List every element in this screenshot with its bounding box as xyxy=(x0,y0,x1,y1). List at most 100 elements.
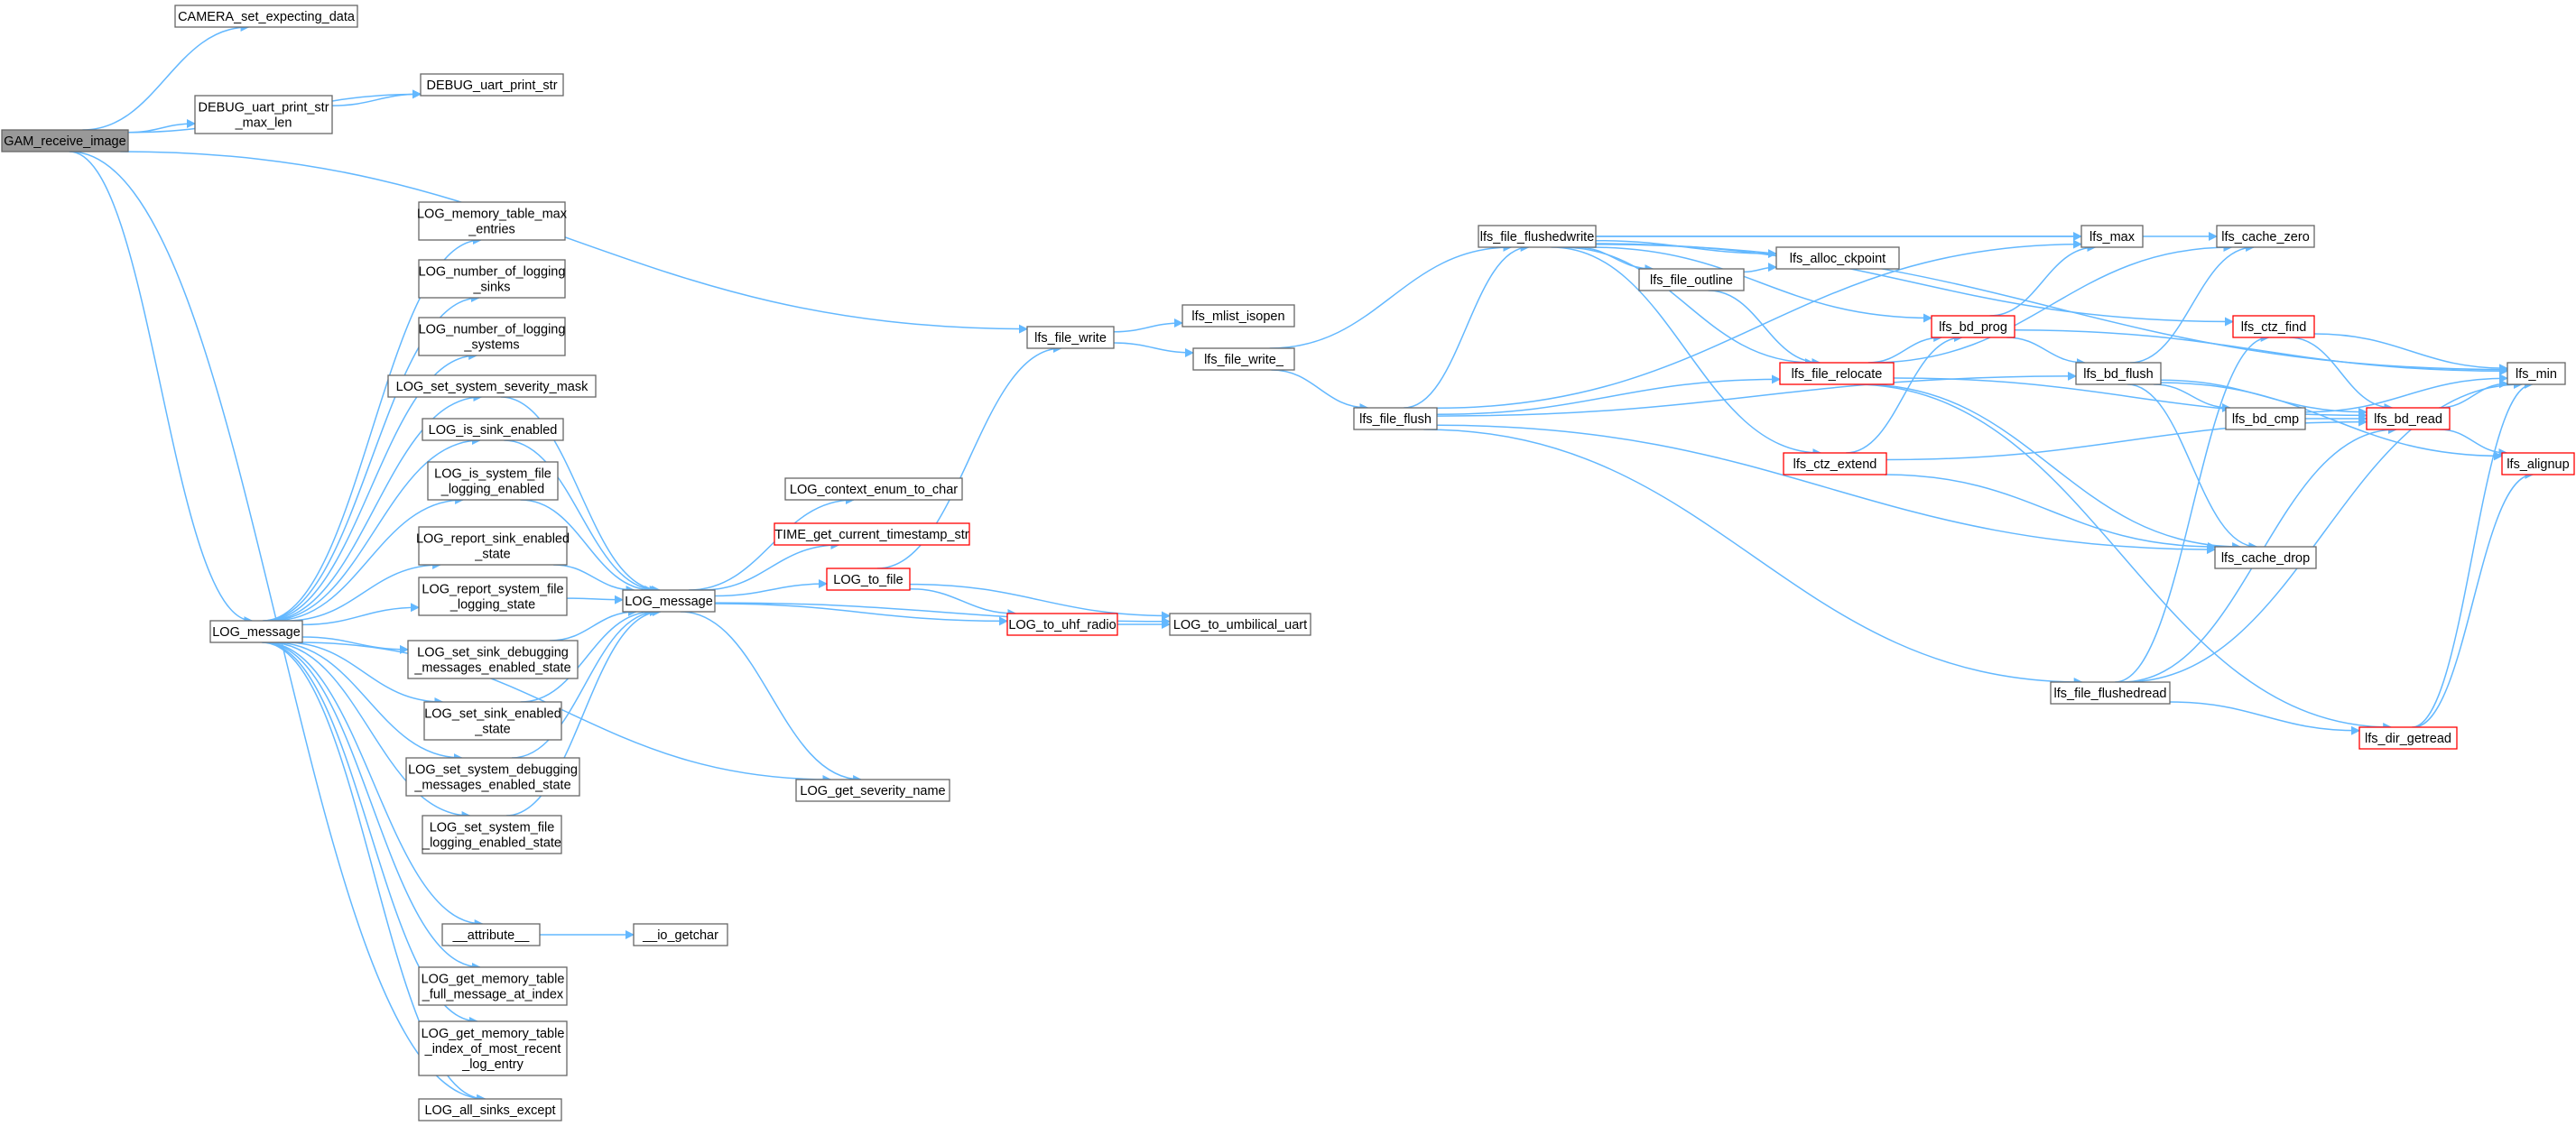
node-foutline[interactable]: lfs_file_outline xyxy=(1638,268,1745,291)
node-box[interactable] xyxy=(418,577,568,616)
node-getfull[interactable]: LOG_get_memory_table_full_message_at_ind… xyxy=(418,966,568,1006)
node-box[interactable] xyxy=(826,568,911,591)
node-box[interactable] xyxy=(2080,225,2144,248)
node-frelocate[interactable]: lfs_file_relocate xyxy=(1779,362,1895,385)
node-box[interactable] xyxy=(407,640,579,679)
node-box[interactable] xyxy=(418,201,566,241)
node-box[interactable] xyxy=(174,5,358,28)
node-allsinks[interactable]: LOG_all_sinks_except xyxy=(418,1098,562,1121)
node-box[interactable] xyxy=(194,95,333,134)
node-box[interactable] xyxy=(418,1020,568,1076)
node-logmsga[interactable]: LOG_message xyxy=(209,620,303,643)
node-box[interactable] xyxy=(2075,362,2162,385)
node-box[interactable] xyxy=(2225,407,2306,430)
node-bdcmp[interactable]: lfs_bd_cmp xyxy=(2225,407,2306,430)
node-numsys[interactable]: LOG_number_of_logging_systems xyxy=(418,317,566,356)
node-dbgstrmax[interactable]: DEBUG_uart_print_str_max_len xyxy=(194,95,333,134)
node-dbgstr[interactable]: DEBUG_uart_print_str xyxy=(420,73,564,97)
node-repsys[interactable]: LOG_report_system_file_logging_state xyxy=(418,577,568,616)
node-box[interactable] xyxy=(2214,546,2317,569)
node-box[interactable] xyxy=(1775,246,1900,270)
node-box[interactable] xyxy=(1353,407,1438,430)
node-box[interactable] xyxy=(387,374,597,398)
node-box[interactable] xyxy=(2507,362,2566,385)
node-box[interactable] xyxy=(1783,452,1887,475)
node-ctzext[interactable]: lfs_ctz_extend xyxy=(1783,452,1887,475)
node-box[interactable] xyxy=(1779,362,1895,385)
node-setsev[interactable]: LOG_set_system_severity_mask xyxy=(387,374,597,398)
node-lmax[interactable]: lfs_max xyxy=(2080,225,2144,248)
node-fflushr[interactable]: lfs_file_flushedread xyxy=(2050,681,2171,705)
node-ctxenum[interactable]: LOG_context_enum_to_char xyxy=(784,477,963,501)
node-czero[interactable]: lfs_cache_zero xyxy=(2216,225,2315,248)
node-memmax[interactable]: LOG_memory_table_max_entries xyxy=(417,201,568,241)
node-lmin[interactable]: lfs_min xyxy=(2507,362,2566,385)
node-issink[interactable]: LOG_is_sink_enabled xyxy=(422,418,564,441)
node-box[interactable] xyxy=(795,779,950,802)
node-box[interactable] xyxy=(1006,613,1118,636)
node-box[interactable] xyxy=(2050,681,2171,705)
node-repsink[interactable]: LOG_report_sink_enabled_state xyxy=(416,526,570,566)
node-camset[interactable]: CAMERA_set_expecting_data xyxy=(174,5,358,28)
node-setsysfile[interactable]: LOG_set_system_file_logging_enabled_stat… xyxy=(422,815,562,854)
node-attr[interactable]: __attribute__ xyxy=(441,923,541,946)
node-mlist[interactable]: lfs_mlist_isopen xyxy=(1181,304,1295,328)
node-timeget[interactable]: TIME_get_current_timestamp_str xyxy=(774,522,970,546)
node-box[interactable] xyxy=(774,522,970,546)
node-ctzfind[interactable]: lfs_ctz_find xyxy=(2232,315,2315,338)
node-box[interactable] xyxy=(418,317,566,356)
node-box[interactable] xyxy=(418,526,568,566)
node-fflushw[interactable]: lfs_file_flushedwrite xyxy=(1478,225,1597,248)
node-fwrite_[interactable]: lfs_file_write_ xyxy=(1192,347,1295,371)
node-box[interactable] xyxy=(2366,407,2451,430)
node-bdprog[interactable]: lfs_bd_prog xyxy=(1931,315,2015,338)
node-box[interactable] xyxy=(209,620,303,643)
node-box[interactable] xyxy=(418,259,566,299)
node-box[interactable] xyxy=(1181,304,1295,328)
node-box[interactable] xyxy=(1478,225,1597,248)
node-box[interactable] xyxy=(405,757,580,797)
node-bdread[interactable]: lfs_bd_read xyxy=(2366,407,2451,430)
node-getsev[interactable]: LOG_get_severity_name xyxy=(795,779,950,802)
node-issysfile[interactable]: LOG_is_system_file_logging_enabled xyxy=(427,461,559,501)
node-fwrite[interactable]: lfs_file_write xyxy=(1026,326,1115,349)
node-numsinks[interactable]: LOG_number_of_logging_sinks xyxy=(418,259,566,299)
node-fflush[interactable]: lfs_file_flush xyxy=(1353,407,1438,430)
node-box[interactable] xyxy=(1638,268,1745,291)
node-box[interactable] xyxy=(423,701,562,741)
node-setsink[interactable]: LOG_set_sink_enabled_state xyxy=(423,701,562,741)
node-toumb[interactable]: LOG_to_umbilical_uart xyxy=(1169,613,1311,636)
node-box[interactable] xyxy=(2358,726,2458,750)
node-box[interactable] xyxy=(1192,347,1295,371)
node-dirget[interactable]: lfs_dir_getread xyxy=(2358,726,2458,750)
node-box[interactable] xyxy=(1169,613,1311,636)
node-tofile[interactable]: LOG_to_file xyxy=(826,568,911,591)
node-cdrop[interactable]: lfs_cache_drop xyxy=(2214,546,2317,569)
node-box[interactable] xyxy=(2501,452,2575,475)
node-setsysdbg[interactable]: LOG_set_system_debugging_messages_enable… xyxy=(405,757,580,797)
node-getidx[interactable]: LOG_get_memory_table_index_of_most_recen… xyxy=(418,1020,568,1076)
node-box[interactable] xyxy=(2232,315,2315,338)
node-box[interactable] xyxy=(633,923,728,946)
node-gam[interactable]: GAM_receive_image xyxy=(1,129,129,152)
node-box[interactable] xyxy=(418,1098,562,1121)
node-box[interactable] xyxy=(418,966,568,1006)
node-box[interactable] xyxy=(422,418,564,441)
node-box[interactable] xyxy=(1026,326,1115,349)
node-box[interactable] xyxy=(1931,315,2015,338)
node-logmsgb[interactable]: LOG_message xyxy=(622,589,716,613)
node-iogetchar[interactable]: __io_getchar xyxy=(633,923,728,946)
node-box[interactable] xyxy=(422,815,562,854)
node-bdflush[interactable]: lfs_bd_flush xyxy=(2075,362,2162,385)
node-box[interactable] xyxy=(420,73,564,97)
node-box[interactable] xyxy=(2216,225,2315,248)
node-box[interactable] xyxy=(427,461,559,501)
node-box[interactable] xyxy=(622,589,716,613)
node-align[interactable]: lfs_alignup xyxy=(2501,452,2575,475)
node-touhf[interactable]: LOG_to_uhf_radio xyxy=(1006,613,1118,636)
node-ackpoint[interactable]: lfs_alloc_ckpoint xyxy=(1775,246,1900,270)
node-box[interactable] xyxy=(441,923,541,946)
node-box[interactable] xyxy=(784,477,963,501)
node-box[interactable] xyxy=(1,129,129,152)
node-setsinkdbg[interactable]: LOG_set_sink_debugging_messages_enabled_… xyxy=(407,640,579,679)
